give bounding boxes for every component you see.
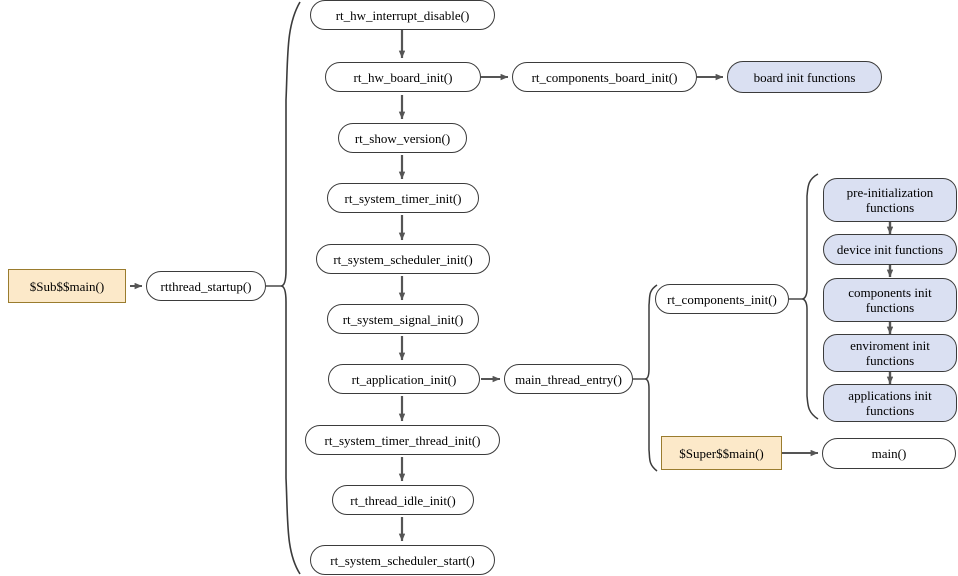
node-label: device init functions xyxy=(836,242,944,257)
node-rt-components-board-init[interactable]: rt_components_board_init() xyxy=(512,62,697,92)
node-label: components init functions xyxy=(848,285,932,315)
node-rt-system-scheduler-start[interactable]: rt_system_scheduler_start() xyxy=(310,545,495,575)
node-rt-hw-board-init[interactable]: rt_hw_board_init() xyxy=(325,62,481,92)
brace-main-thread-entry xyxy=(644,284,658,472)
node-label: rt_system_timer_init() xyxy=(344,190,462,206)
node-main-thread-entry[interactable]: main_thread_entry() xyxy=(504,364,633,394)
node-label: rt_system_timer_thread_init() xyxy=(324,432,481,448)
brace-init-functions xyxy=(801,173,819,420)
node-components-init-functions[interactable]: components init functions xyxy=(823,278,957,322)
node-device-init-functions[interactable]: device init functions xyxy=(823,234,957,265)
node-main[interactable]: main() xyxy=(822,438,956,469)
node-label: rt_thread_idle_init() xyxy=(350,492,456,508)
node-rtthread-startup-label: rtthread_startup() xyxy=(160,278,252,294)
node-rt-system-timer-thread-init[interactable]: rt_system_timer_thread_init() xyxy=(305,425,500,455)
node-rt-hw-interrupt-disable[interactable]: rt_hw_interrupt_disable() xyxy=(310,0,495,30)
node-label: rt_components_board_init() xyxy=(531,69,678,85)
node-label: board init functions xyxy=(753,69,856,85)
node-label: applications init functions xyxy=(848,388,932,418)
node-rt-thread-idle-init[interactable]: rt_thread_idle_init() xyxy=(332,485,474,515)
node-label: main() xyxy=(871,446,907,461)
node-rt-system-signal-init[interactable]: rt_system_signal_init() xyxy=(327,304,479,334)
node-rtthread-startup[interactable]: rtthread_startup() xyxy=(146,271,266,301)
node-sub-main[interactable]: $Sub$$main() xyxy=(8,269,126,303)
node-rt-application-init[interactable]: rt_application_init() xyxy=(328,364,480,394)
node-label: rt_components_init() xyxy=(667,291,777,307)
node-rt-system-scheduler-init[interactable]: rt_system_scheduler_init() xyxy=(316,244,490,274)
node-super-main[interactable]: $Super$$main() xyxy=(661,436,782,470)
node-rt-show-version[interactable]: rt_show_version() xyxy=(338,123,467,153)
node-label: enviroment init functions xyxy=(850,338,930,368)
node-label: $Super$$main() xyxy=(679,445,764,461)
node-label: rt_application_init() xyxy=(351,371,457,387)
brace-startup-sequence xyxy=(280,1,301,575)
node-label: pre-initialization functions xyxy=(846,185,934,215)
node-board-init-functions[interactable]: board init functions xyxy=(727,61,882,93)
node-rt-system-timer-init[interactable]: rt_system_timer_init() xyxy=(327,183,479,213)
node-pre-initialization-functions[interactable]: pre-initialization functions xyxy=(823,178,957,222)
node-sub-main-label: $Sub$$main() xyxy=(29,278,105,294)
node-applications-init-functions[interactable]: applications init functions xyxy=(823,384,957,422)
node-label: main_thread_entry() xyxy=(515,371,622,387)
node-rt-components-init[interactable]: rt_components_init() xyxy=(655,284,789,314)
node-label: rt_show_version() xyxy=(354,130,451,146)
node-enviroment-init-functions[interactable]: enviroment init functions xyxy=(823,334,957,372)
node-label: rt_system_signal_init() xyxy=(342,311,464,327)
node-label: rt_system_scheduler_start() xyxy=(330,552,475,568)
node-label: rt_hw_interrupt_disable() xyxy=(335,7,470,23)
node-label: rt_system_scheduler_init() xyxy=(333,251,473,267)
node-label: rt_hw_board_init() xyxy=(353,69,453,85)
